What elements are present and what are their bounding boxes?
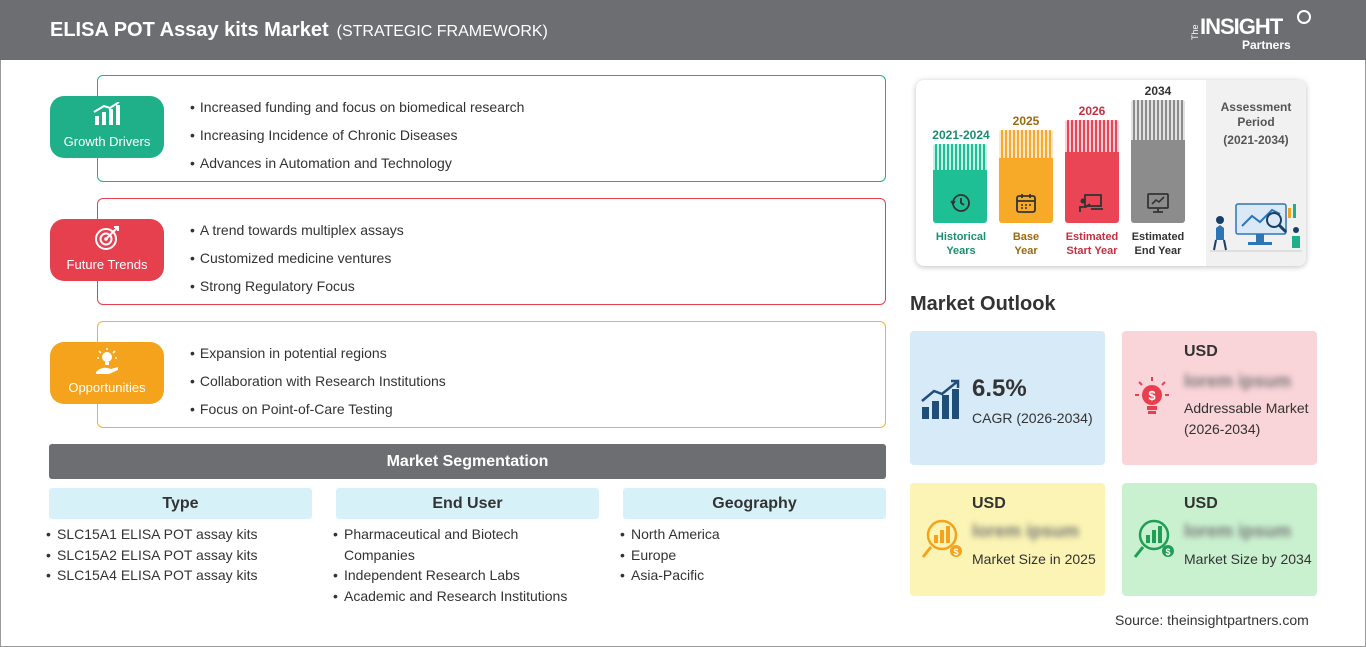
growth-bars-icon [920, 377, 964, 421]
segment-head-geography: Geography [623, 488, 886, 519]
future-trends-badge: Future Trends [50, 219, 164, 281]
bar-stripe [1065, 120, 1119, 152]
growth-drivers-card: Increased funding and focus on biomedica… [97, 75, 886, 182]
list-item: Advances in Automation and Technology [190, 149, 524, 177]
list-item: Increasing Incidence of Chronic Diseases [190, 121, 524, 149]
list-item: •Pharmaceutical and Biotech Companies [333, 526, 519, 563]
list-item: •Academic and Research Institutions [333, 587, 568, 604]
lightbulb-hand-icon [50, 348, 164, 381]
timeline-year: 2025 [1012, 114, 1040, 128]
list-item: Expansion in potential regions [190, 339, 446, 367]
timeline-bar-start [1065, 120, 1119, 223]
target-icon [50, 225, 164, 256]
logo-main-text: INSIGHT [1200, 14, 1283, 39]
list-item: Increased funding and focus on biomedica… [190, 93, 525, 121]
svg-text:$: $ [1165, 547, 1170, 557]
source-credit[interactable]: Source: theinsightpartners.com [1115, 612, 1309, 628]
list-item: •SLC15A2 ELISA POT assay kits [46, 546, 258, 563]
timeline-bar-base [999, 130, 1053, 223]
title-text: ELISA POT Assay kits Market [50, 19, 329, 41]
size2034-value-blurred: lorem ipsum [1184, 521, 1292, 541]
cagr-label: CAGR (2026-2034) [972, 410, 1093, 426]
money-chart-icon: $ [1132, 517, 1176, 561]
list-item: •Europe [620, 546, 677, 563]
market-size-2034-tile: $ USD lorem ipsum Market Size by 2034 [1122, 483, 1317, 596]
list-item: Strong Regulatory Focus [190, 272, 404, 300]
timeline-year: 2034 [1144, 84, 1172, 98]
future-trends-list: A trend towards multiplex assays Customi… [190, 216, 404, 300]
calendar-icon [999, 192, 1053, 219]
bar-stripe [999, 130, 1053, 158]
analytics-illustration-icon [1210, 198, 1302, 259]
list-item: A trend towards multiplex assays [190, 216, 404, 244]
growth-drivers-list: Increased funding and focus on biomedica… [190, 93, 525, 177]
logo-ring-icon [1297, 10, 1311, 24]
size2025-value-blurred: lorem ipsum [972, 521, 1080, 541]
list-item: Focus on Point-of-Care Testing [190, 395, 446, 423]
logo-the-text: The [1190, 24, 1200, 40]
money-bulb-icon: $ [1132, 375, 1176, 419]
segment-list-type: •SLC15A1 ELISA POT assay kits •SLC15A2 E… [46, 524, 316, 586]
segment-list-end-user: •Pharmaceutical and Biotech Companies •I… [333, 524, 593, 606]
svg-text:$: $ [1148, 388, 1156, 403]
addressable-value-blurred: lorem ipsum [1184, 371, 1292, 391]
size2034-usd: USD [1184, 495, 1218, 512]
badge-label: Future Trends [66, 257, 148, 272]
future-trends-card: A trend towards multiplex assays Customi… [97, 198, 886, 305]
cagr-value: 6.5% [972, 375, 1027, 402]
growth-chart-icon [50, 101, 164, 131]
presentation-icon [1065, 192, 1119, 219]
bar-stripe [1131, 100, 1185, 140]
segment-list-geography: •North America •Europe •Asia-Pacific [620, 524, 880, 586]
page-title: ELISA POT Assay kits Market (STRATEGIC FR… [50, 19, 548, 42]
badge-label: Growth Drivers [63, 134, 151, 149]
assessment-title: Assessment Period [1220, 100, 1292, 129]
list-item: •SLC15A1 ELISA POT assay kits [46, 526, 258, 542]
header-bar: ELISA POT Assay kits Market (STRATEGIC FR… [0, 0, 1366, 60]
svg-text:$: $ [953, 547, 958, 557]
title-subtitle: (STRATEGIC FRAMEWORK) [336, 23, 548, 40]
timeline-bar-end [1131, 100, 1185, 223]
size2034-label: Market Size by 2034 [1184, 551, 1312, 567]
market-outlook-title: Market Outlook [910, 293, 1056, 315]
history-icon [933, 192, 987, 219]
assessment-period-panel: Assessment Period (2021-2034) [1206, 80, 1306, 266]
list-item: Customized medicine ventures [190, 244, 404, 272]
bar-stripe [933, 144, 987, 170]
timeline-year: 2026 [1078, 104, 1106, 118]
size2025-label: Market Size in 2025 [972, 551, 1096, 567]
market-segmentation-bar: Market Segmentation [49, 444, 886, 479]
addressable-usd: USD [1184, 343, 1218, 360]
badge-label: Opportunities [68, 380, 146, 395]
list-item: •North America [620, 526, 720, 542]
opportunities-badge: Opportunities [50, 342, 164, 404]
list-item: Collaboration with Research Institutions [190, 367, 446, 395]
opportunities-list: Expansion in potential regions Collabora… [190, 339, 446, 423]
list-item: •Independent Research Labs [333, 567, 520, 583]
timeline-bar-historical [933, 144, 987, 223]
segment-head-end-user: End User [336, 488, 599, 519]
logo-sub-text: Partners [1242, 38, 1291, 52]
market-size-2025-tile: $ USD lorem ipsum Market Size in 2025 [910, 483, 1105, 596]
opportunities-card: Expansion in potential regions Collabora… [97, 321, 886, 428]
timeline-year: 2021-2024 [932, 128, 990, 142]
list-item: •Asia-Pacific [620, 567, 705, 583]
addressable-market-tile: $ USD lorem ipsum Addressable Market (20… [1122, 331, 1317, 465]
growth-drivers-badge: Growth Drivers [50, 96, 164, 158]
list-item: •SLC15A4 ELISA POT assay kits [46, 567, 258, 583]
size2025-usd: USD [972, 495, 1006, 512]
monitor-chart-icon [1131, 192, 1185, 219]
assessment-period: (2021-2034) [1223, 133, 1289, 147]
segment-head-type: Type [49, 488, 312, 519]
addressable-label: Addressable Market (2026-2034) [1184, 400, 1309, 437]
cagr-tile: 6.5% CAGR (2026-2034) [910, 331, 1105, 465]
insight-partners-logo[interactable]: The INSIGHT Partners [1190, 10, 1320, 54]
money-chart-icon: $ [920, 517, 964, 561]
